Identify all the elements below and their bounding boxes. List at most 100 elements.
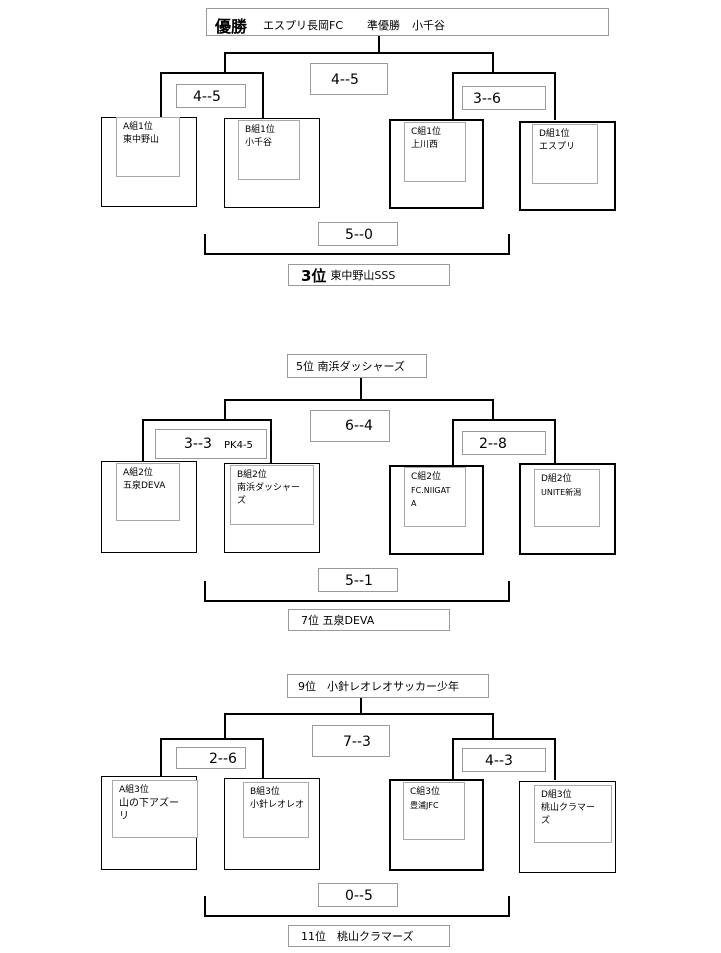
final-score: 4--5: [331, 72, 359, 88]
team-d-name: UNITE新潟: [541, 488, 582, 497]
team-card-b: B組2位 南浜ダッシャー ズ: [230, 465, 314, 525]
team-c-group: C組3位: [410, 787, 441, 797]
bracket-line: [262, 72, 264, 118]
bracket-line: [224, 713, 226, 739]
fifth-place-label: 5位 南浜ダッシャーズ: [296, 360, 405, 373]
semi-left-score: 2--6: [209, 751, 237, 767]
bracket-line: [378, 36, 380, 54]
runnerup-team: 小千谷: [412, 19, 445, 32]
seventh-place-box: 7位 五泉DEVA: [288, 609, 450, 631]
team-b-name: 小千谷: [245, 138, 273, 148]
bracket-line: [508, 896, 510, 916]
champion-box: 優勝 エスプリ長岡FC 準優勝 小千谷: [206, 8, 609, 36]
bracket-line: [204, 234, 206, 254]
third-place-box: 3位 東中野山SSS: [288, 264, 450, 286]
team-card-a: A組2位 五泉DEVA: [116, 463, 180, 521]
team-d-group: D組2位: [541, 474, 572, 484]
team-card-a: A組1位 東中野山: [116, 117, 180, 177]
team-a-name: 山の下アズー: [119, 798, 179, 809]
team-card-b: B組1位 小千谷: [238, 120, 300, 180]
semi-left-score-box: 3--3 PK4-5: [155, 429, 267, 459]
team-card-a: A組3位 山の下アズー リ: [112, 780, 198, 838]
bracket-line: [204, 600, 510, 602]
seventh-score-box: 5--1: [318, 568, 398, 592]
bracket-line: [160, 738, 264, 740]
team-c-name: 上川西: [411, 140, 439, 150]
bracket-line: [452, 72, 454, 120]
ninth-place-label: 9位 小針レオレオサッカー少年: [298, 680, 459, 693]
bracket-line: [204, 253, 510, 255]
bracket-line: [270, 419, 272, 465]
team-d-name: 桃山クラマー: [541, 803, 596, 813]
team-d-name: エスプリ: [539, 142, 576, 152]
winner-team: エスプリ長岡FC: [263, 19, 344, 32]
bracket-line: [160, 72, 162, 118]
bracket-line: [160, 72, 264, 74]
third-team: 東中野山SSS: [330, 269, 396, 282]
winner-label: 優勝: [215, 17, 248, 36]
semi-left-score-box: 4--5: [176, 84, 246, 108]
bracket-line: [204, 581, 206, 601]
team-card-c: C組2位 FC.NIIGAT A: [404, 467, 466, 527]
eleventh-place-label: 11位 桃山クラマーズ: [301, 930, 414, 943]
semi-right-score-box: 2--8: [462, 431, 546, 455]
team-a-group: A組2位: [123, 468, 153, 478]
bracket-line: [224, 52, 494, 54]
team-c-group: C組2位: [411, 472, 442, 482]
final-score: 6--4: [345, 418, 373, 434]
team-c-group: C組1位: [411, 127, 442, 137]
team-d-name-cont: ズ: [541, 816, 551, 826]
bracket-line: [452, 419, 454, 467]
team-card-c: C組1位 上川西: [404, 122, 466, 182]
team-b-name-cont: ズ: [237, 496, 247, 506]
third-score: 5--0: [345, 227, 373, 243]
bracket-line: [554, 419, 556, 467]
final-score-box: 7--3: [312, 725, 390, 757]
team-card-b: B組3位 小針レオレオ: [243, 782, 309, 838]
semi-right-score-box: 3--6: [462, 86, 546, 110]
team-card-d: D組3位 桃山クラマー ズ: [534, 785, 612, 843]
final-score-box: 6--4: [310, 410, 390, 442]
bracket-line: [142, 419, 272, 421]
semi-right-score: 4--3: [485, 753, 513, 769]
runnerup-label: 準優勝: [367, 19, 400, 32]
team-a-name: 五泉DEVA: [123, 481, 166, 491]
bracket-line: [160, 738, 162, 780]
bracket-line: [204, 896, 206, 916]
semi-left-score-box: 2--6: [176, 747, 246, 769]
bracket-line: [452, 419, 556, 421]
final-score: 7--3: [343, 734, 371, 750]
ninth-place-box: 9位 小針レオレオサッカー少年: [287, 674, 489, 698]
semi-right-score: 3--6: [473, 91, 501, 107]
team-d-group: D組3位: [541, 790, 572, 800]
bracket-line: [224, 52, 226, 74]
bracket-line: [452, 738, 454, 780]
semi-left-score: 4--5: [193, 89, 221, 105]
team-b-group: B組2位: [237, 470, 267, 480]
team-b-group: B組1位: [245, 125, 275, 135]
team-b-name: 南浜ダッシャー: [237, 483, 301, 493]
bracket-line: [508, 234, 510, 254]
team-b-group: B組3位: [250, 787, 280, 797]
bracket-line: [142, 419, 144, 465]
eleventh-score-box: 0--5: [318, 883, 398, 907]
third-label: 3位: [301, 266, 327, 285]
team-c-name-cont: A: [411, 499, 417, 508]
team-a-group: A組1位: [123, 122, 153, 132]
eleventh-score: 0--5: [345, 888, 373, 904]
team-card-d: D組2位 UNITE新潟: [534, 469, 600, 527]
semi-right-score-box: 4--3: [462, 748, 546, 772]
seventh-score: 5--1: [345, 573, 373, 589]
bracket-line: [224, 713, 494, 715]
final-score-box: 4--5: [310, 63, 388, 95]
bracket-line: [360, 698, 362, 714]
bracket-line: [360, 378, 362, 400]
team-card-d: D組1位 エスプリ: [532, 124, 598, 184]
bracket-line: [452, 738, 556, 740]
semi-left-pk: PK4-5: [224, 440, 253, 451]
bracket-line: [224, 399, 226, 421]
team-d-group: D組1位: [539, 129, 570, 139]
fifth-place-box: 5位 南浜ダッシャーズ: [287, 354, 427, 378]
bracket-line: [492, 713, 494, 739]
bracket-line: [262, 738, 264, 780]
